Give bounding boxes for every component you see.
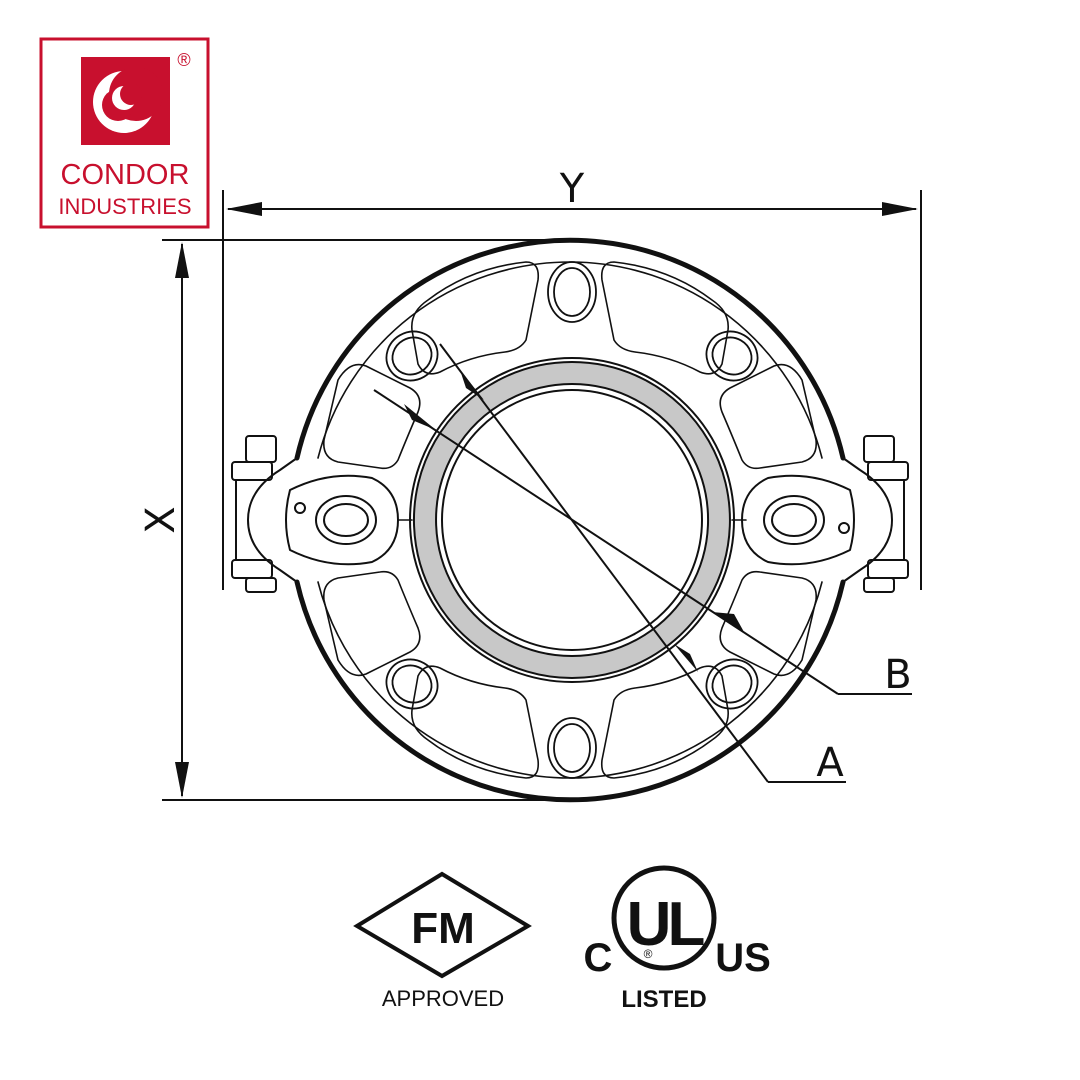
dimension-y-label: Y (559, 166, 585, 212)
rib-pockets (322, 261, 818, 779)
fm-diamond-icon (353, 871, 532, 979)
dimension-b (373, 389, 912, 695)
fm-approved-mark: FM APPROVED (353, 871, 532, 1011)
leader-b-diameter (373, 389, 839, 695)
gasket-outer-edge (409, 357, 735, 683)
brand-name: CONDOR (61, 159, 190, 191)
label-a: A (816, 740, 844, 786)
label-b: B (884, 652, 911, 698)
ul-circle-icon (611, 865, 717, 971)
housing-outline-bottom (294, 579, 846, 803)
arrowhead-b2-icon (712, 612, 744, 632)
dimension-x (162, 239, 570, 801)
ul-listed-mark: UL C US ® LISTED (584, 865, 771, 1013)
ul-caption: LISTED (621, 986, 706, 1013)
arrowhead-left-icon (226, 202, 262, 216)
registered-mark: ® (177, 50, 190, 70)
dimension-x-label: X (138, 506, 184, 533)
gasket-ring (412, 361, 731, 679)
ul-mark: UL (627, 890, 704, 959)
arrowhead-a1-icon (460, 370, 484, 400)
housing-outline-top (294, 237, 846, 461)
leader-a-diameter (439, 343, 769, 783)
dimension-a (439, 343, 846, 783)
brand-subtitle: INDUSTRIES (58, 194, 191, 219)
arrowhead-top-icon (175, 242, 189, 278)
flange-body (231, 237, 909, 803)
dimension-y (222, 190, 922, 590)
ul-us: US (715, 936, 771, 980)
condor-logo: ® CONDOR INDUSTRIES (39, 37, 210, 229)
arrowhead-a2-icon (674, 644, 698, 672)
fm-caption: APPROVED (382, 986, 504, 1011)
bolt-ear-left (231, 435, 399, 593)
bolt-ear-right (741, 435, 909, 593)
ul-c: C (584, 936, 613, 980)
bolt-holes (385, 261, 759, 779)
fm-mark: FM (411, 904, 475, 953)
bore (441, 389, 703, 651)
ul-registered: ® (644, 947, 653, 961)
arrowhead-right-icon (882, 202, 918, 216)
crescent-icon (93, 67, 163, 133)
arrowhead-b1-icon (404, 404, 436, 430)
arrowhead-bottom-icon (175, 762, 189, 798)
